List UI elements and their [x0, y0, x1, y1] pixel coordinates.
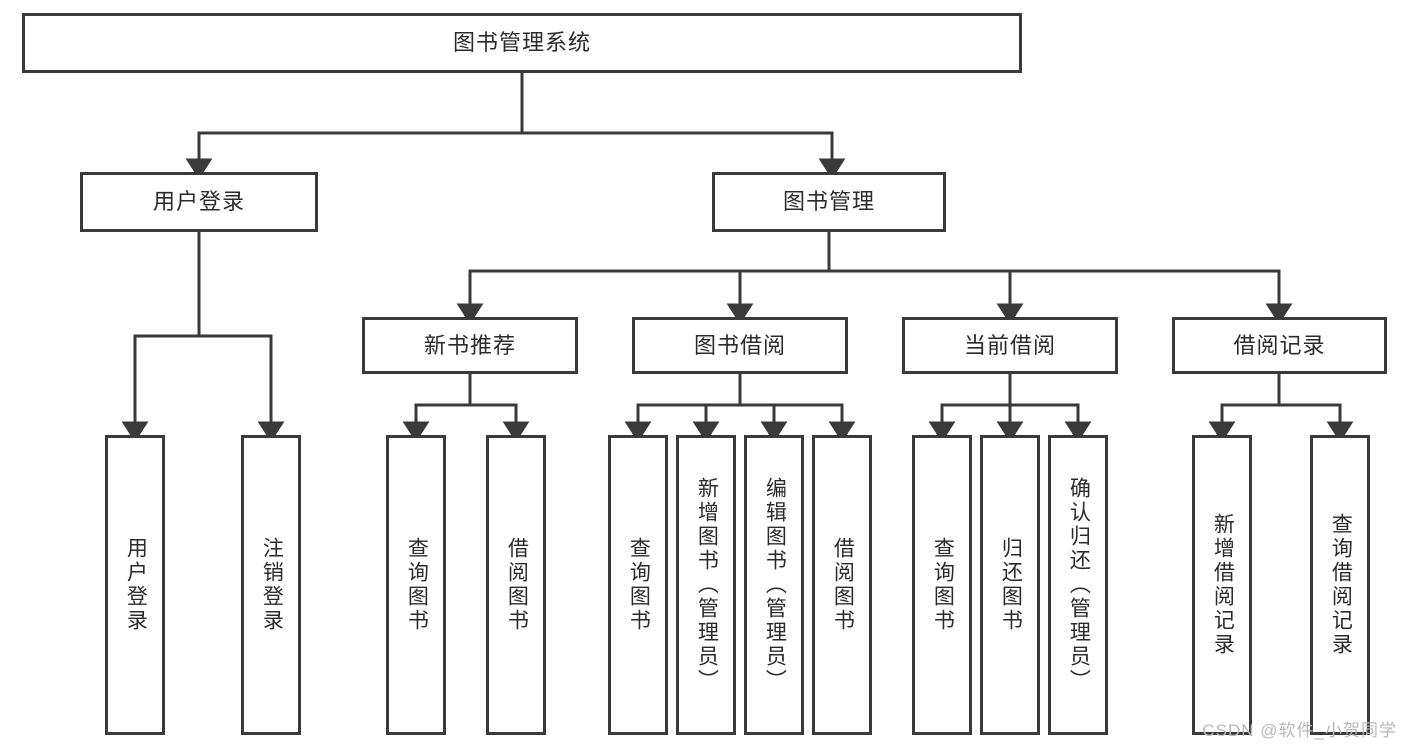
node-leaf-records-query[interactable]: 查询借阅记录 [1310, 435, 1370, 735]
node-leaf-records-add[interactable]: 新增借阅记录 [1192, 435, 1252, 735]
node-leaf-newbook-query-label: 查询图书 [405, 537, 429, 633]
node-leaf-current-query[interactable]: 查询图书 [912, 435, 972, 735]
node-leaf-current-query-label: 查询图书 [931, 537, 955, 633]
node-borrow-records-label: 借阅记录 [1233, 332, 1326, 358]
node-root-label: 图书管理系统 [452, 30, 591, 56]
node-leaf-borrow-borrow-book[interactable]: 借阅图书 [812, 435, 872, 735]
node-borrow-records[interactable]: 借阅记录 [1172, 317, 1387, 374]
edge-current-bus [940, 372, 1080, 407]
csdn-watermark: CSDN @软件_小贺同学 [1202, 721, 1397, 740]
edge-borrow-bus [636, 372, 844, 407]
node-leaf-borrow-borrow-book-label: 借阅图书 [831, 537, 855, 633]
node-book-borrow[interactable]: 图书借阅 [632, 317, 848, 374]
node-leaf-records-query-label: 查询借阅记录 [1329, 513, 1353, 657]
node-leaf-borrow-edit-book-label: 编辑图书（管理员） [763, 477, 787, 693]
edge-root-bus [197, 71, 834, 135]
node-leaf-current-confirm-return-label: 确认归还（管理员） [1067, 477, 1091, 693]
node-leaf-newbook-borrow-label: 借阅图书 [505, 537, 529, 633]
node-leaf-borrow-add-book[interactable]: 新增图书（管理员） [676, 435, 736, 735]
node-leaf-user-login-label: 用户登录 [124, 537, 148, 633]
node-leaf-user-logout[interactable]: 注销登录 [241, 435, 301, 735]
node-leaf-records-add-label: 新增借阅记录 [1211, 513, 1235, 657]
edge-newbook-bus [414, 372, 518, 407]
node-leaf-user-logout-label: 注销登录 [260, 537, 284, 633]
node-leaf-current-return-label: 归还图书 [999, 537, 1023, 633]
node-leaf-current-confirm-return[interactable]: 确认归还（管理员） [1048, 435, 1108, 735]
node-book-management[interactable]: 图书管理 [712, 172, 946, 232]
edge-records-bus [1220, 372, 1342, 407]
node-user-login[interactable]: 用户登录 [80, 172, 318, 232]
node-leaf-borrow-query[interactable]: 查询图书 [608, 435, 668, 735]
node-user-login-label: 用户登录 [152, 189, 245, 215]
node-leaf-user-login[interactable]: 用户登录 [105, 435, 165, 735]
node-current-borrow-label: 当前借阅 [963, 332, 1056, 358]
node-book-borrow-label: 图书借阅 [693, 332, 786, 358]
node-book-management-label: 图书管理 [782, 189, 875, 215]
node-leaf-borrow-add-book-label: 新增图书（管理员） [695, 477, 719, 693]
node-leaf-newbook-query[interactable]: 查询图书 [386, 435, 446, 735]
node-new-book-recommend-label: 新书推荐 [423, 332, 516, 358]
node-leaf-current-return[interactable]: 归还图书 [980, 435, 1040, 735]
edge-bookmgmt-bus [468, 230, 1281, 273]
node-current-borrow[interactable]: 当前借阅 [902, 317, 1118, 374]
node-leaf-borrow-edit-book[interactable]: 编辑图书（管理员） [744, 435, 804, 735]
node-new-book-recommend[interactable]: 新书推荐 [362, 317, 578, 374]
edge-login-bus [133, 230, 273, 338]
node-root[interactable]: 图书管理系统 [22, 13, 1022, 73]
node-leaf-borrow-query-label: 查询图书 [627, 537, 651, 633]
node-leaf-newbook-borrow[interactable]: 借阅图书 [486, 435, 546, 735]
